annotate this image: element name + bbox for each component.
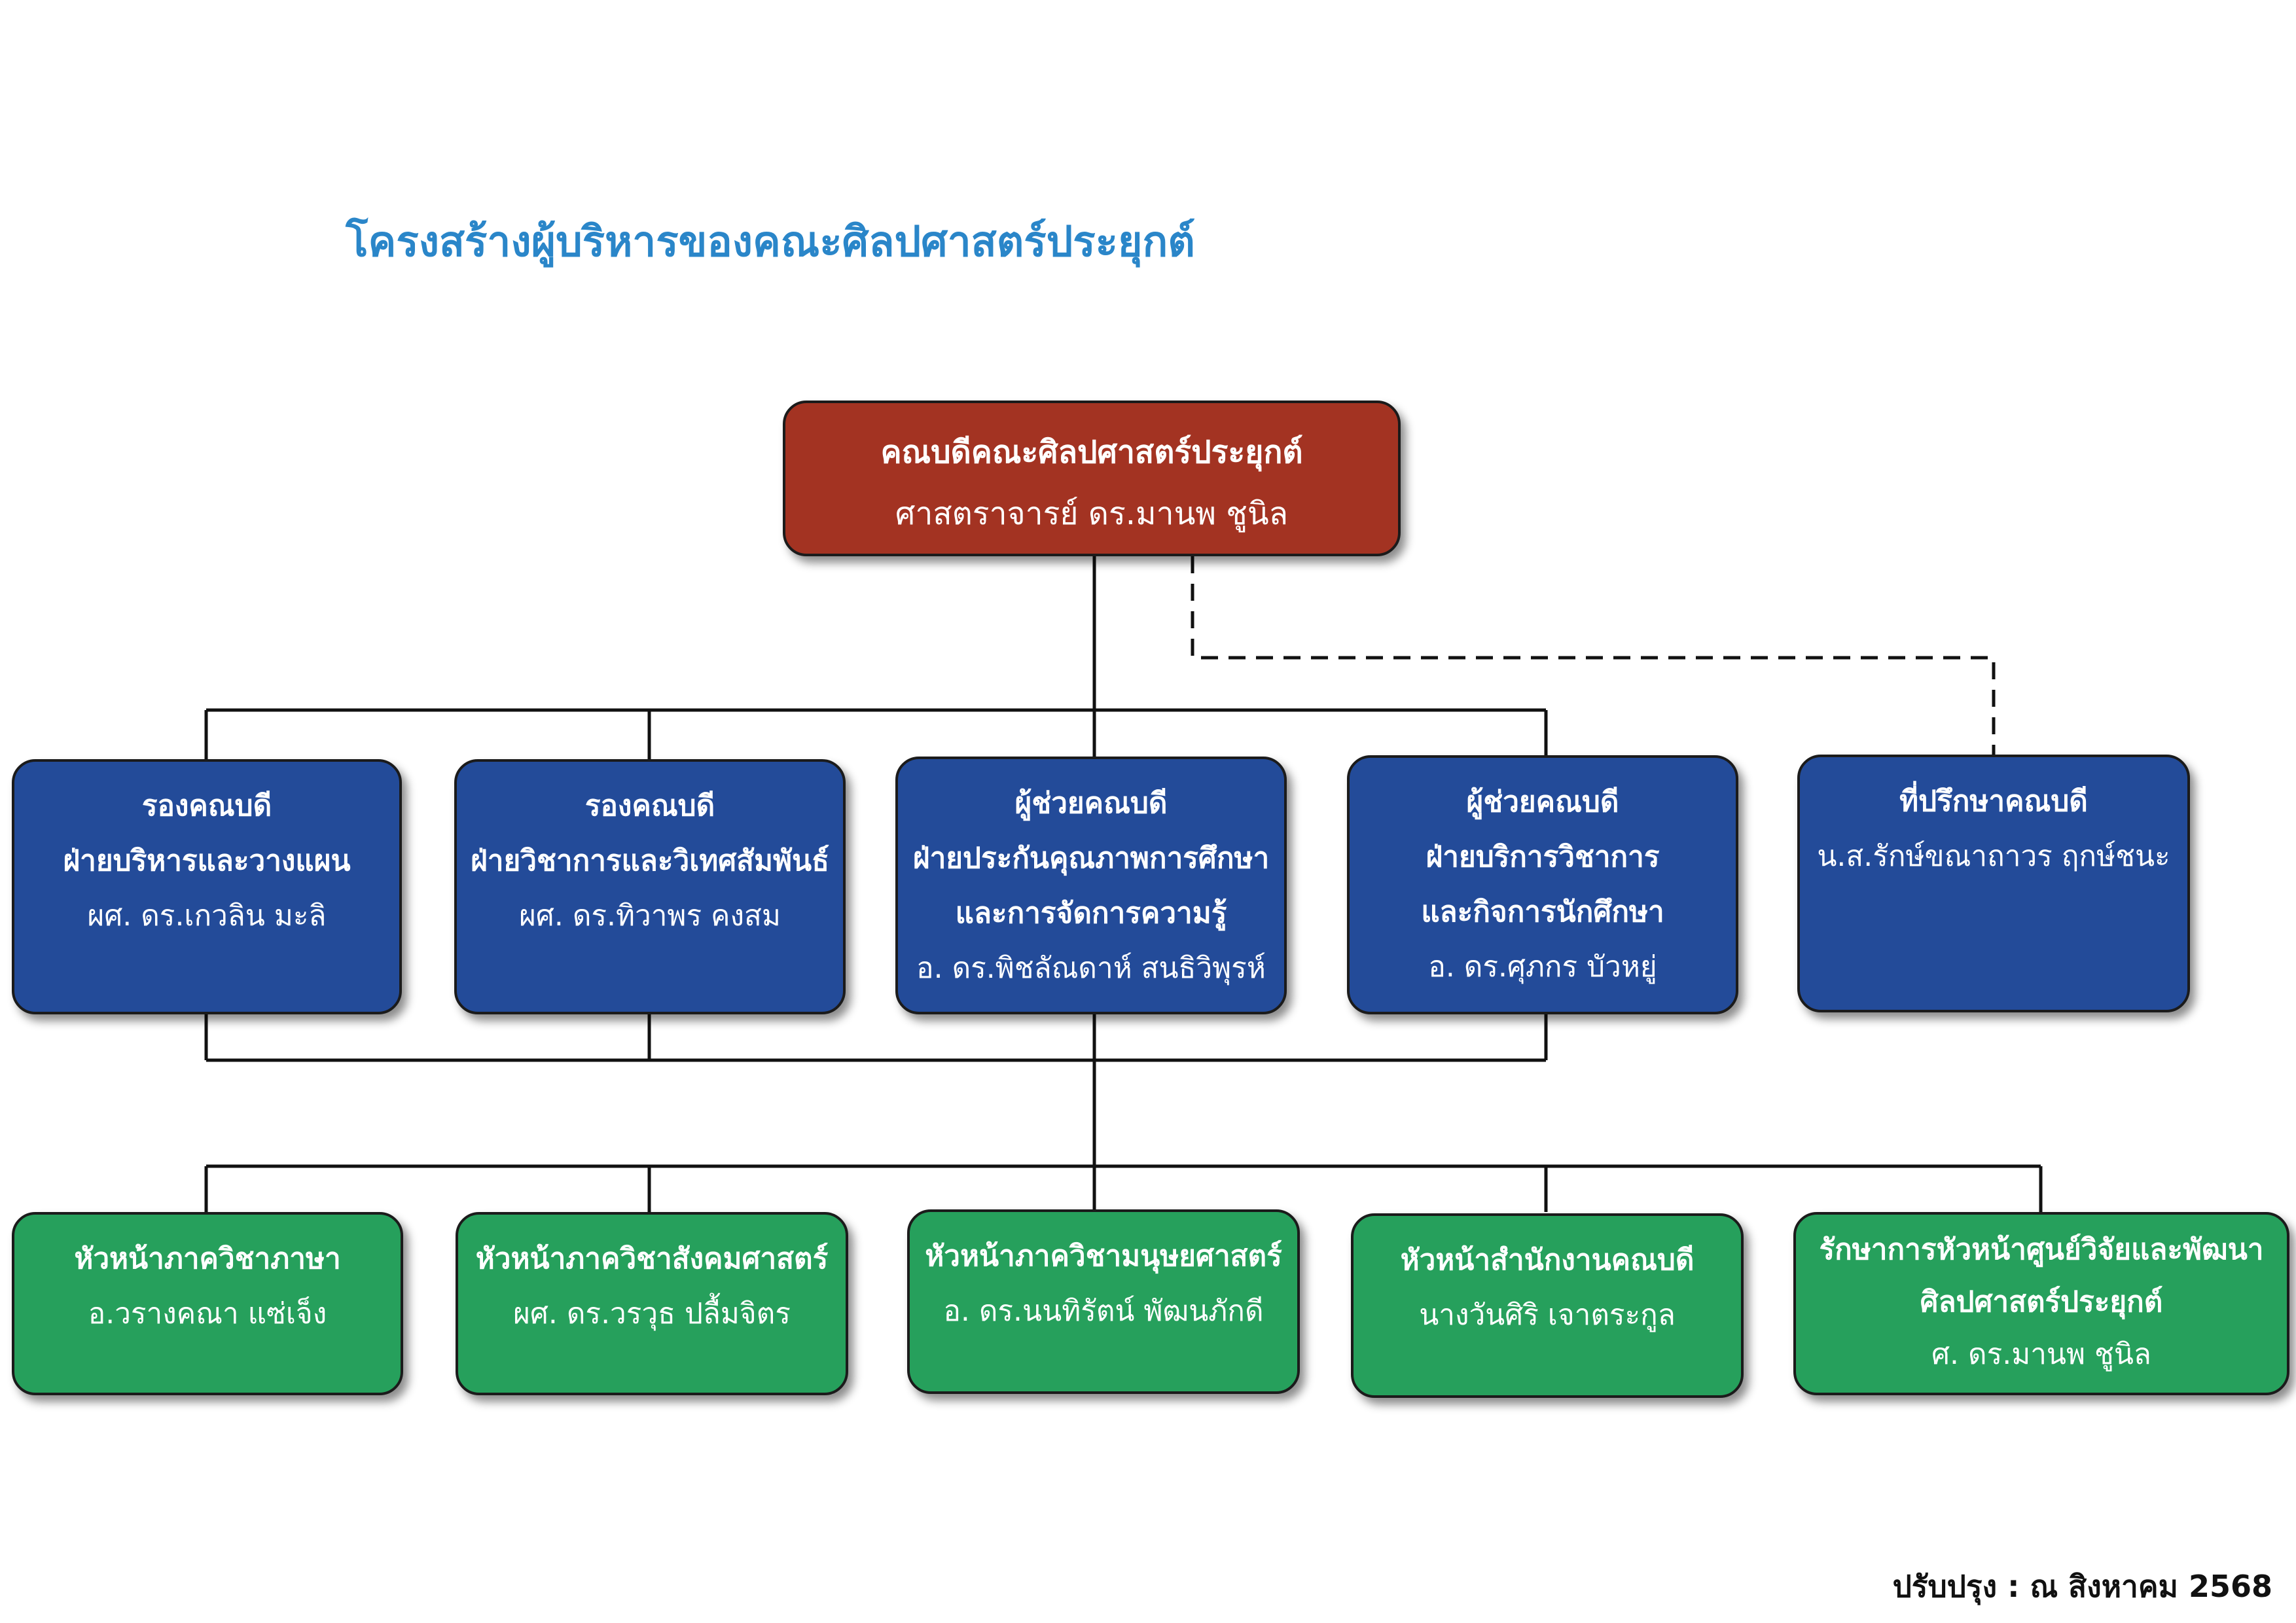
vice-dean-name: ผศ. ดร.เกวลิน มะลิ <box>87 899 327 933</box>
assistant-dean-area-line1: ฝ่ายประกันคุณภาพการศึกษา <box>912 842 1270 875</box>
head-name: อ. ดร.นนทิรัตน์ พัฒนภักดี <box>943 1294 1264 1328</box>
connector-advisor-dashed <box>1191 556 1996 755</box>
updated-date: ปรับปรุง : ณ สิงหาคม 2568 <box>1892 1569 2272 1604</box>
vice-dean-area: ฝ่ายบริหารและวางแผน <box>63 844 351 878</box>
dean-name: ศาสตราจารย์ ดร.มานพ ชูนิล <box>895 495 1289 532</box>
assistant-dean-role: ผู้ช่วยคณบดี <box>1466 785 1619 819</box>
advisor-role: ที่ปรึกษาคณบดี <box>1899 785 2088 818</box>
advisor-box: ที่ปรึกษาคณบดี น.ส.รักษ์ขณาถาวร ฤกษ์ชนะ <box>1797 755 2190 1012</box>
assistant-dean-box-quality: ผู้ช่วยคณบดี ฝ่ายประกันคุณภาพการศึกษา แล… <box>895 757 1287 1014</box>
head-name: ศ. ดร.มานพ ชูนิล <box>1931 1338 2151 1371</box>
head-box-humanities: หัวหน้าภาควิชามนุษยศาสตร์ อ. ดร.นนทิรัตน… <box>907 1209 1300 1394</box>
vice-dean-area: ฝ่ายวิชาการและวิเทศสัมพันธ์ <box>471 844 829 878</box>
head-box-languages: หัวหน้าภาควิชาภาษา อ.วรางคณา แซ่เจ็ง <box>12 1212 403 1395</box>
advisor-name: น.ส.รักษ์ขณาถาวร ฤกษ์ชนะ <box>1817 840 2170 873</box>
head-name: ผศ. ดร.วรวุธ ปลื้มจิตร <box>513 1297 791 1330</box>
dean-box: คณบดีคณะศิลปศาสตร์ประยุกต์ ศาสตราจารย์ ด… <box>783 401 1401 556</box>
vice-dean-role: รองคณบดี <box>584 789 715 823</box>
head-role-line1: รักษาการหัวหน้าศูนย์วิจัยและพัฒนา <box>1819 1233 2264 1266</box>
assistant-dean-area-line2: และกิจการนักศึกษา <box>1421 895 1664 929</box>
assistant-dean-area-line1: ฝ่ายบริการวิชาการ <box>1426 840 1660 874</box>
assistant-dean-role: ผู้ช่วยคณบดี <box>1014 787 1168 820</box>
vice-dean-box-planning: รองคณบดี ฝ่ายบริหารและวางแผน ผศ. ดร.เกวล… <box>12 759 402 1014</box>
head-box-research-center: รักษาการหัวหน้าศูนย์วิจัยและพัฒนา ศิลปศา… <box>1793 1212 2289 1395</box>
assistant-dean-box-services: ผู้ช่วยคณบดี ฝ่ายบริการวิชาการ และกิจการ… <box>1347 755 1738 1014</box>
assistant-dean-name: อ. ดร.พิชลัณดาห์ สนธิวิพุรห์ <box>916 952 1266 985</box>
head-name: อ.วรางคณา แซ่เจ็ง <box>88 1297 327 1330</box>
assistant-dean-area-line2: และการจัดการความรู้ <box>955 897 1227 930</box>
vice-dean-name: ผศ. ดร.ทิวาพร คงสม <box>519 899 781 933</box>
vice-dean-role: รองคณบดี <box>141 789 272 823</box>
head-role: หัวหน้าสำนักงานคณบดี <box>1400 1243 1695 1277</box>
page-title: โครงสร้างผู้บริหารของคณะศิลปศาสตร์ประยุก… <box>346 218 1195 266</box>
head-role: หัวหน้าภาควิชามนุษยศาสตร์ <box>925 1240 1282 1273</box>
assistant-dean-name: อ. ดร.ศุภกร บัวหยู่ <box>1428 950 1657 984</box>
head-name: นางวันศิริ เจาตระกูล <box>1419 1298 1676 1332</box>
head-role: หัวหน้าภาควิชาสังคมศาสตร์ <box>475 1242 829 1275</box>
head-box-dean-office: หัวหน้าสำนักงานคณบดี นางวันศิริ เจาตระกู… <box>1351 1213 1744 1398</box>
head-box-social-sciences: หัวหน้าภาควิชาสังคมศาสตร์ ผศ. ดร.วรวุธ ป… <box>456 1212 848 1395</box>
dean-position: คณบดีคณะศิลปศาสตร์ประยุกต์ <box>880 434 1303 471</box>
head-role-line2: ศิลปศาสตร์ประยุกต์ <box>1920 1285 2163 1319</box>
head-role: หัวหน้าภาควิชาภาษา <box>74 1242 341 1275</box>
vice-dean-box-academic: รองคณบดี ฝ่ายวิชาการและวิเทศสัมพันธ์ ผศ.… <box>454 759 846 1014</box>
